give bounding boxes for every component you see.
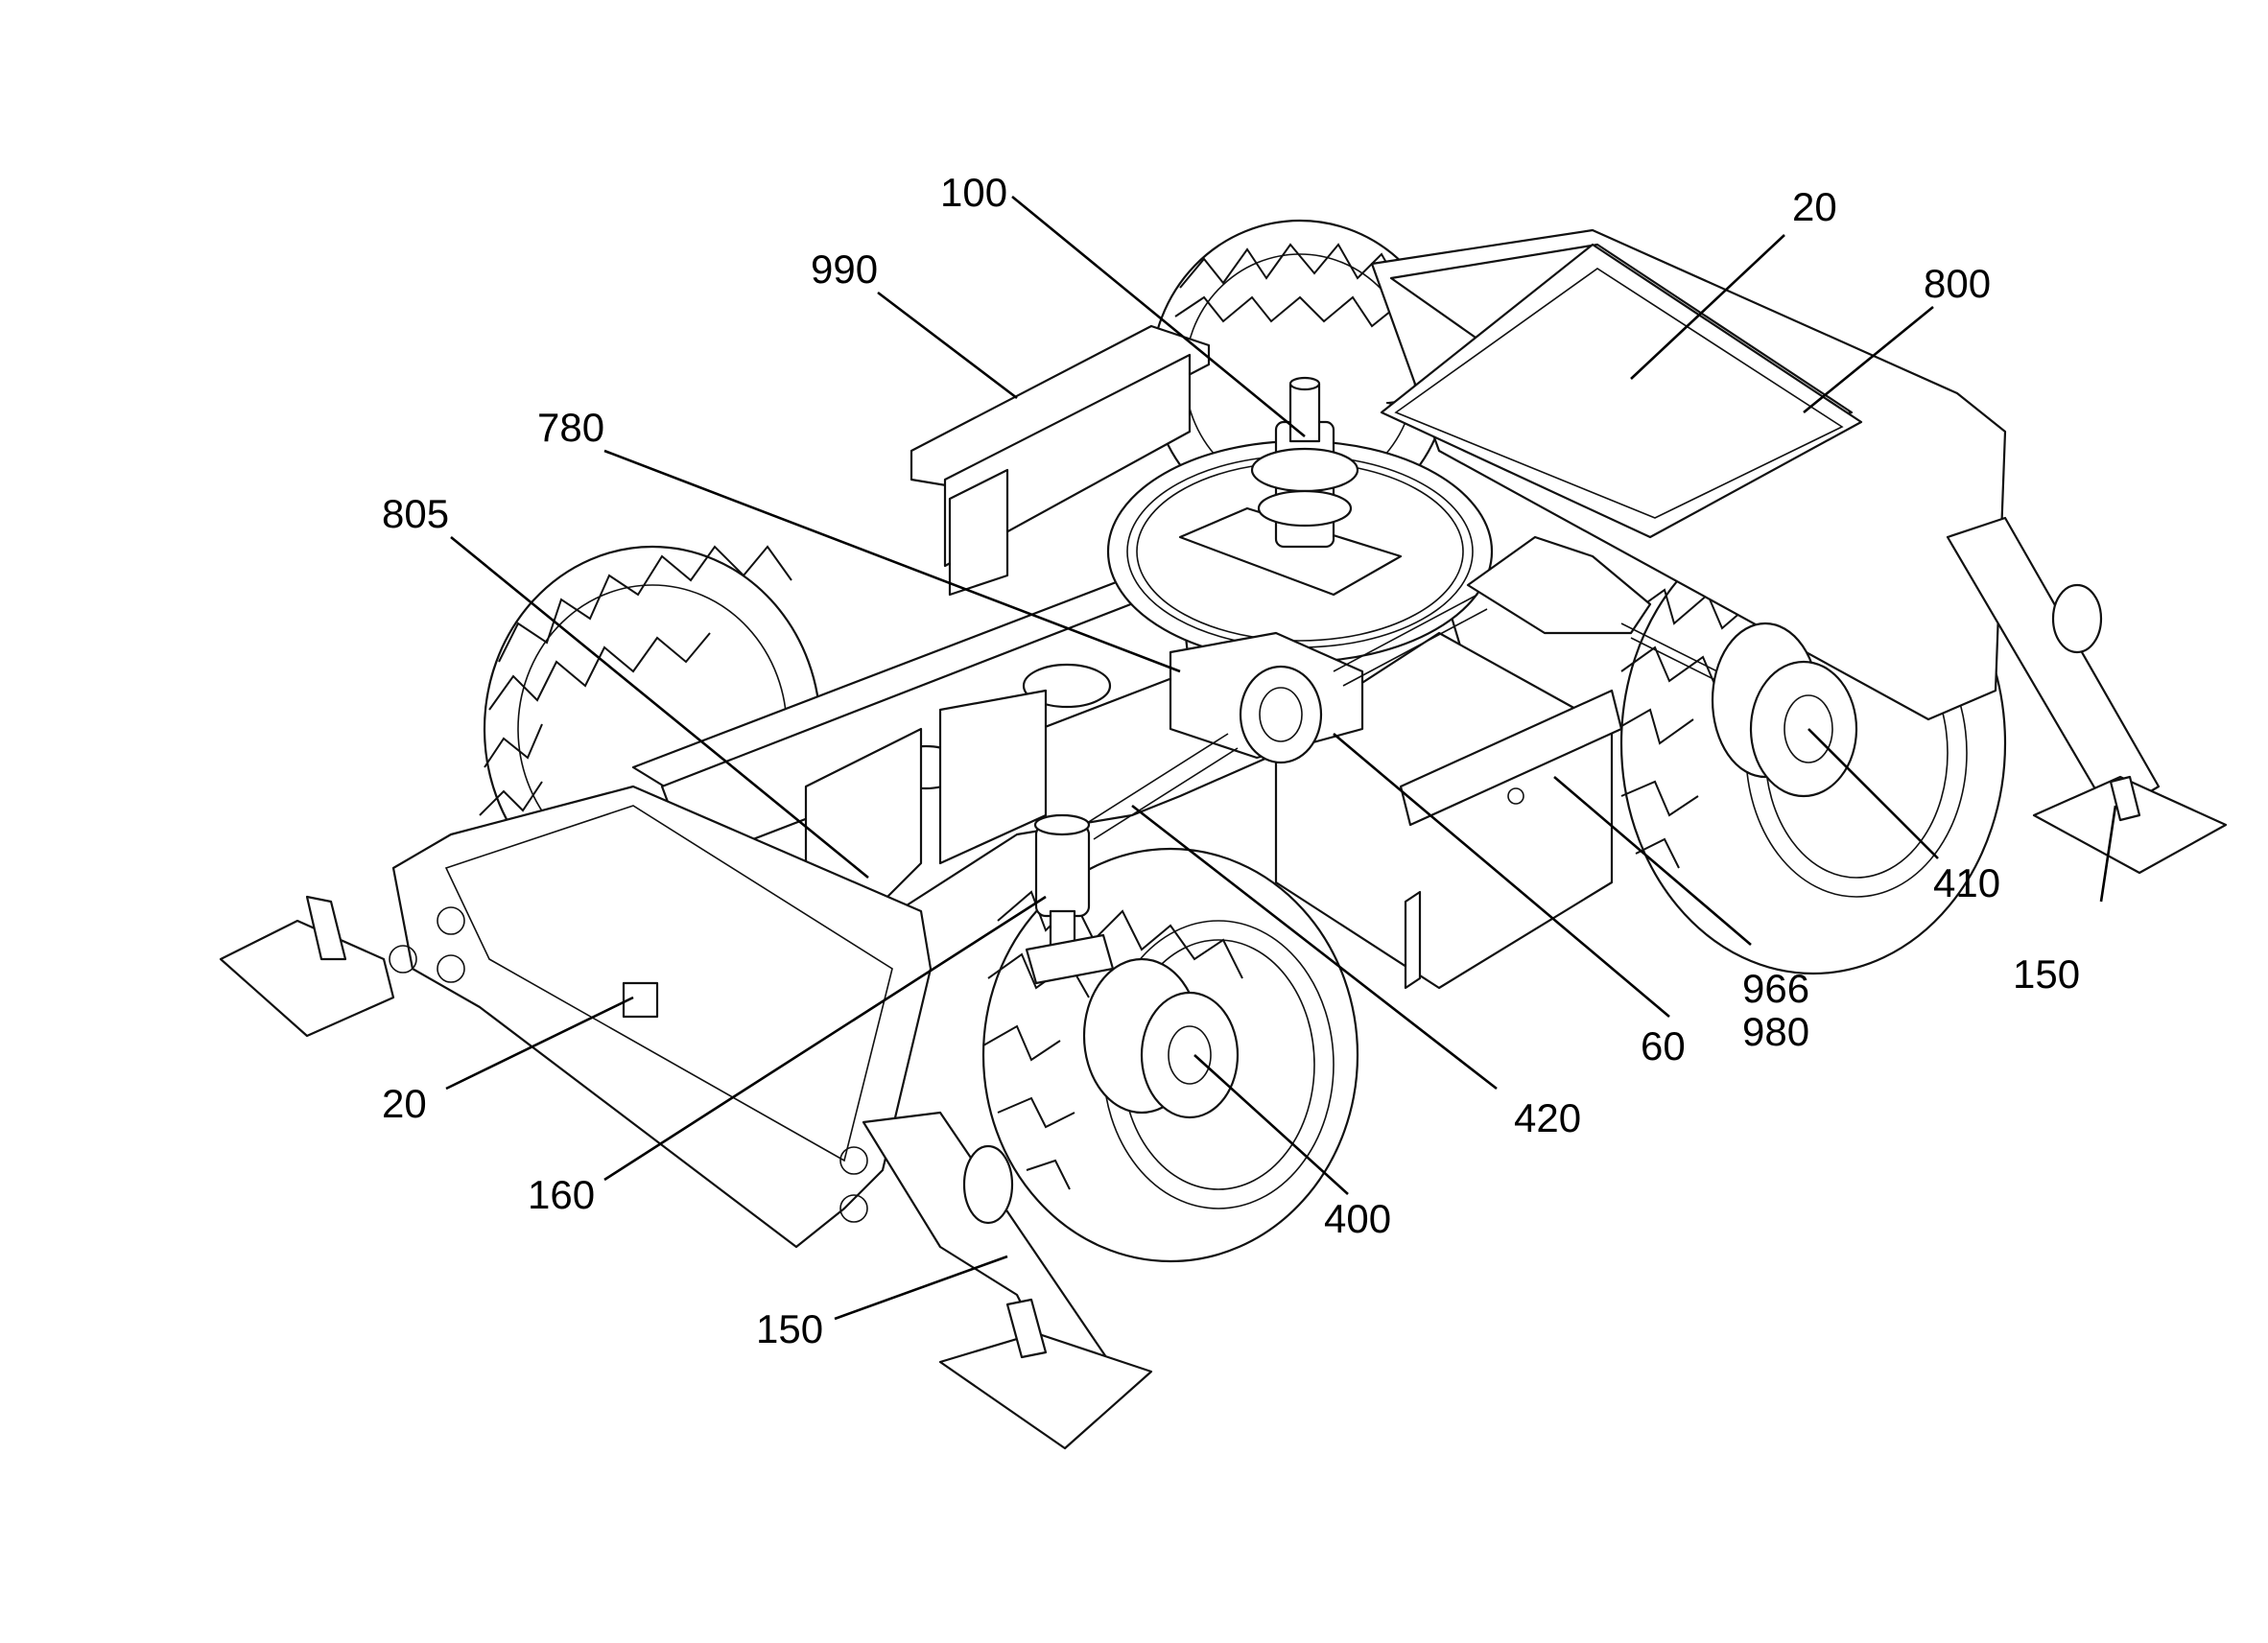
callout-990: 990 (811, 246, 878, 292)
callout-410: 410 (1933, 860, 2000, 905)
leader-lines (445, 195, 2117, 1321)
callout-150-right: 150 (2013, 951, 2080, 997)
steering-cylinder (1025, 813, 1115, 985)
front-side-beam (389, 785, 933, 1249)
callout-805: 805 (382, 491, 449, 536)
callout-966: 966 (1742, 966, 1809, 1011)
callout-400: 400 (1324, 1196, 1391, 1241)
hub-410 (1711, 622, 1858, 798)
callout-780: 780 (537, 405, 604, 450)
rear-cover-plate (1380, 243, 1863, 539)
callout-labels: 100 990 20 800 780 805 410 150 966 980 6… (382, 170, 2080, 1351)
callout-980: 980 (1742, 1009, 1809, 1054)
callout-800: 800 (1924, 261, 1991, 306)
callout-420: 420 (1514, 1095, 1581, 1140)
callout-20-top: 20 (1792, 184, 1837, 229)
rear-frame-channel (910, 324, 1211, 597)
callout-150-front: 150 (756, 1306, 823, 1351)
callout-60: 60 (1641, 1023, 1686, 1068)
slewing-ring (1106, 439, 1494, 664)
outrigger-left (219, 895, 395, 1038)
callout-100: 100 (940, 170, 1007, 215)
callout-160: 160 (528, 1172, 595, 1217)
transfer-gearbox (1169, 631, 1364, 764)
hub-400 (1082, 957, 1240, 1119)
rotary-joint (1250, 376, 1359, 549)
drive-shafts (1083, 535, 1766, 840)
callout-20-left: 20 (382, 1081, 427, 1126)
outrigger-right (1946, 516, 2228, 875)
